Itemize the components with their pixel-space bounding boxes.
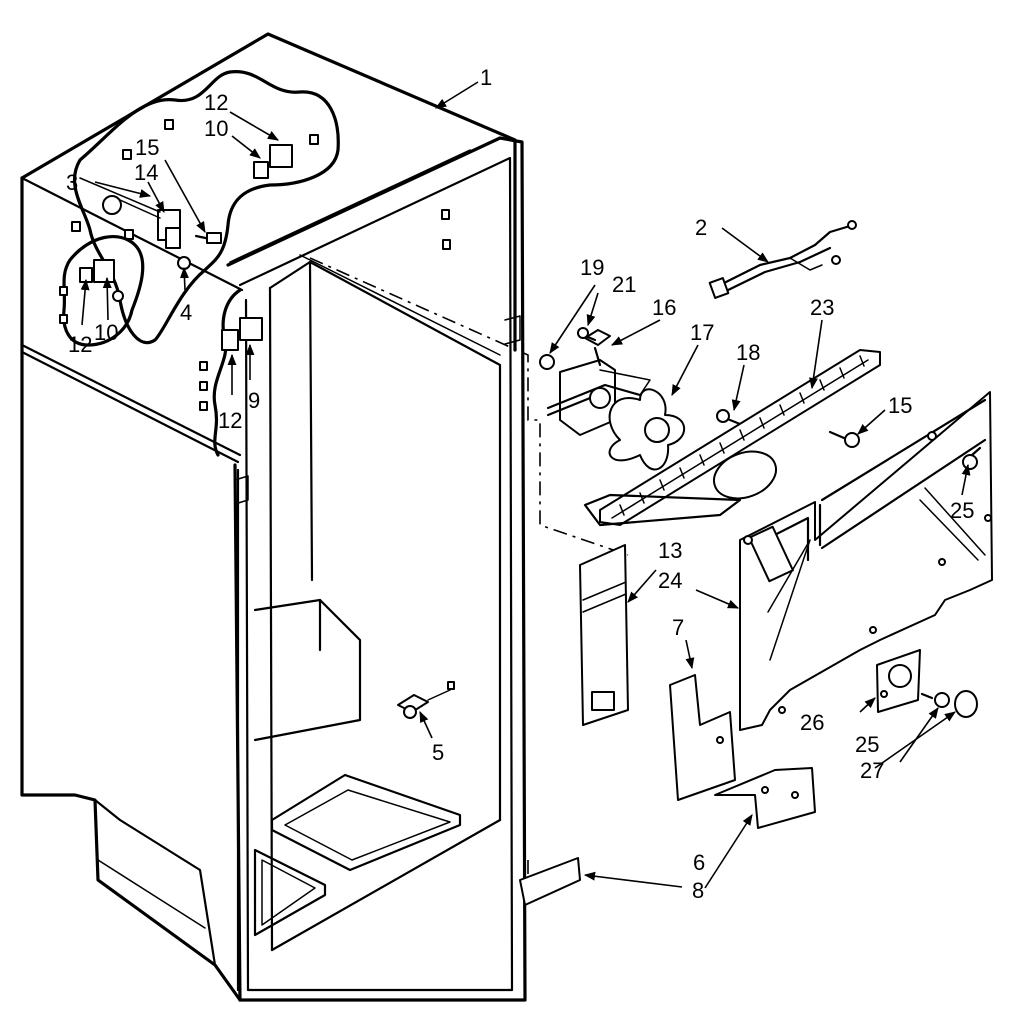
label-9: 9 — [248, 388, 260, 413]
part-7-baffle — [669, 674, 736, 801]
label-14: 14 — [134, 160, 158, 185]
wiring-breakout-left — [59, 221, 145, 347]
label-19: 19 — [580, 255, 604, 280]
side-wire-harness — [199, 288, 263, 457]
cabinet — [20, 32, 629, 1002]
label-24: 24 — [658, 568, 682, 593]
label-23: 23 — [810, 295, 834, 320]
part-2-wire-harness — [708, 220, 857, 299]
label-3: 3 — [66, 170, 78, 195]
part-24-evaporator-cover — [739, 391, 993, 731]
label-25-right: 25 — [950, 498, 974, 523]
part-6-bracket — [714, 767, 816, 829]
label-4: 4 — [180, 300, 192, 325]
label-17: 17 — [690, 320, 714, 345]
label-15-top: 15 — [135, 135, 159, 160]
label-10-left: 10 — [94, 320, 118, 345]
label-16: 16 — [652, 295, 676, 320]
label-6: 6 — [693, 850, 705, 875]
part-26-plate — [876, 649, 921, 713]
part-8-strip — [519, 857, 581, 906]
label-12-left: 12 — [68, 332, 92, 357]
label-13: 13 — [658, 538, 682, 563]
label-2: 2 — [695, 215, 707, 240]
part-5-sensor — [397, 681, 455, 719]
callout-labels: 1 2 3 4 5 6 7 8 9 10 10 12 12 12 13 14 1… — [66, 65, 974, 903]
label-12-side: 12 — [218, 408, 242, 433]
label-7: 7 — [672, 615, 684, 640]
leader-lines — [80, 81, 971, 889]
label-27: 27 — [860, 758, 884, 783]
part-25-screw-lower — [920, 692, 950, 708]
part-23-air-duct — [583, 349, 881, 527]
label-15-right: 15 — [888, 393, 912, 418]
label-5: 5 — [432, 740, 444, 765]
label-12-top: 12 — [204, 90, 228, 115]
part-27-plug — [954, 690, 978, 718]
label-26: 26 — [800, 710, 824, 735]
label-21: 21 — [612, 272, 636, 297]
label-1: 1 — [480, 65, 492, 90]
label-18: 18 — [736, 340, 760, 365]
label-8: 8 — [692, 878, 704, 903]
part-15-screw-right — [828, 430, 860, 448]
label-25-lower: 25 — [855, 732, 879, 757]
fan-motor-assembly — [539, 327, 742, 471]
duct-vent-slots — [619, 355, 865, 516]
part-13-panel — [579, 544, 629, 726]
label-10-top: 10 — [204, 116, 228, 141]
